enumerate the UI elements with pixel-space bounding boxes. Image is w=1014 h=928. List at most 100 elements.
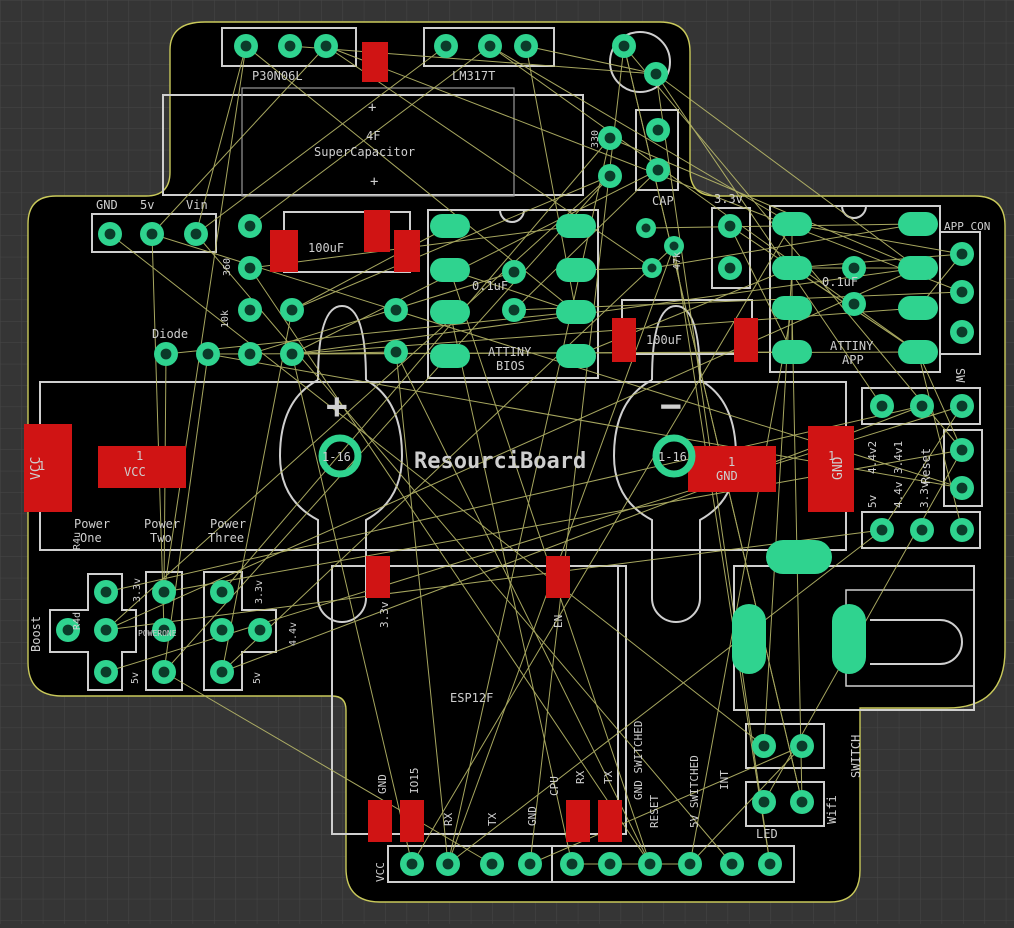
airwire: [917, 351, 963, 531]
smd-pad: [688, 446, 776, 492]
label-power-5v: 5v: [140, 198, 154, 212]
airwire: [917, 351, 963, 451]
label-hole-left: 1-16: [322, 450, 351, 464]
label-esp-tx-2: TX: [602, 770, 615, 784]
pad-drill: [202, 348, 214, 360]
label-supercap-name: SuperCapacitor: [314, 145, 415, 159]
pad-drill: [618, 40, 630, 52]
pad-drill: [286, 348, 298, 360]
airwire: [105, 405, 923, 593]
label-esp-en: EN: [552, 615, 565, 628]
airwire: [791, 223, 963, 255]
pad-drill: [104, 228, 116, 240]
label-esp-3v3: 3.3v: [378, 601, 391, 628]
label-app-con: APP CON: [944, 220, 990, 233]
label-supercap-plus-2: +: [370, 174, 378, 190]
pad-drill: [146, 228, 158, 240]
smd-pad: [612, 318, 636, 362]
smd-pad-layer: [24, 42, 854, 842]
label-r4u: R4u: [72, 532, 83, 550]
pad-drill: [956, 400, 968, 412]
label-10k: 10k: [220, 310, 231, 328]
label-cap: CAP: [652, 194, 674, 208]
label-power-vin: Vin: [186, 198, 208, 212]
pad-attiny-bios: [430, 258, 470, 282]
label-esp-io15: IO15: [408, 768, 421, 795]
pad-drill: [652, 124, 664, 136]
label-3v3-r: 3.3v: [918, 481, 931, 508]
label-esp-5v-switched: 5V SWITCHED: [688, 755, 701, 828]
pad-drill: [956, 524, 968, 536]
airwire: [449, 311, 573, 865]
pad-drill: [916, 524, 928, 536]
airwire: [411, 223, 793, 865]
label-3v3-b: 3.3v: [254, 580, 265, 604]
label-330: 330: [590, 130, 601, 148]
label-vcc-left: VCC: [29, 457, 44, 480]
airwire: [325, 45, 653, 269]
airwire: [163, 353, 209, 673]
label-power-three-2: Three: [208, 531, 244, 545]
label-esp12f: ESP12F: [450, 691, 493, 705]
pad-drill: [524, 858, 536, 870]
pad-drill: [796, 740, 808, 752]
pad-drill: [956, 482, 968, 494]
airwire: [291, 175, 611, 311]
smd-pad: [734, 318, 758, 362]
pad-attiny-bios: [556, 300, 596, 324]
airwire: [689, 745, 803, 865]
airwire: [105, 267, 919, 631]
smd-pad: [362, 42, 388, 82]
pad-drill: [244, 262, 256, 274]
airwire: [395, 351, 449, 865]
label-switch: SWITCH: [849, 735, 863, 778]
label-esp-tx: TX: [486, 812, 499, 826]
pad-drill: [684, 858, 696, 870]
pad-drill: [726, 858, 738, 870]
silkscreen-layer: [39, 27, 983, 883]
pad-attiny-bios: [430, 300, 470, 324]
switch-pad-left: [732, 604, 766, 674]
label-power-one-2: One: [80, 531, 102, 545]
pad-attiny-app: [898, 340, 938, 364]
airwire: [151, 45, 327, 235]
label-boost: Boost: [29, 616, 43, 652]
airwire: [221, 137, 611, 593]
pad-drill: [158, 586, 170, 598]
mounting-holes: [318, 434, 866, 674]
label-diode: Diode: [152, 327, 188, 341]
airwire: [195, 233, 733, 865]
label-vcc-mid: VCC: [124, 465, 146, 479]
pad-attiny-app: [898, 212, 938, 236]
mounting-hole-left: [318, 434, 362, 478]
pad-drill: [956, 286, 968, 298]
airwire: [513, 169, 659, 311]
smd-pad: [394, 230, 420, 272]
pad-attiny-app: [898, 256, 938, 280]
pad-attiny-bios: [556, 258, 596, 282]
label-lm317t: LM317T: [452, 69, 495, 83]
label-plus: +: [326, 386, 348, 427]
airwire: [651, 223, 919, 269]
pad-attiny-bios: [430, 344, 470, 368]
airwire: [289, 45, 657, 75]
pad-drill: [244, 220, 256, 232]
pad-drill: [216, 624, 228, 636]
through-hole-pad-layer: [56, 34, 974, 876]
smd-pad: [364, 210, 390, 252]
label-one-gnd: 1: [728, 455, 735, 469]
label-3v3: 3.3v: [714, 192, 743, 206]
label-power-three-1: Power: [210, 517, 246, 531]
label-supercap-value: 4F: [366, 129, 380, 143]
pad-drill: [758, 796, 770, 808]
airwire: [525, 45, 657, 75]
pad-drill: [644, 858, 656, 870]
pad-drill: [848, 298, 860, 310]
label-vcc-bottom: VCC: [374, 862, 387, 882]
label-attiny-app-1: ATTINY: [830, 339, 874, 353]
pad-drill: [406, 858, 418, 870]
pad-drill: [190, 228, 202, 240]
airwire: [791, 253, 963, 269]
